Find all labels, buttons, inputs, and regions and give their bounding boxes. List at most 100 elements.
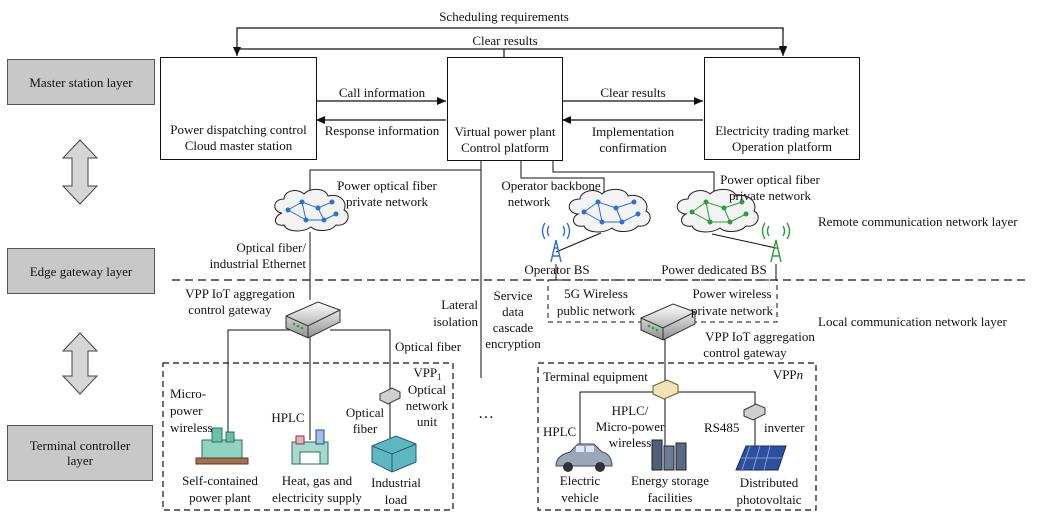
inverter-label: inverter [764,420,805,435]
wireless-5g-label-2: public network [556,303,636,318]
vppn-name-label: VPPn [764,367,812,382]
operator-bs-icon [541,222,571,263]
remote-network-layer-label: Remote communication network layer [818,214,1018,229]
industrial-load-icon [371,435,417,473]
response-information-label: Response information [324,123,440,138]
vpp-platform-title: Virtual power plant [454,124,556,139]
vppn-name-italic: n [796,367,804,382]
service-encryption-label-2: data [502,304,524,319]
power-bs-icon [761,222,791,263]
vpp1-box [162,362,454,511]
electric-vehicle-icon [555,443,613,472]
industrial-load-label-1: Industrial [371,475,421,490]
right-fiber-network-label-1: Power optical fiber [720,172,820,187]
top-arrows [233,27,787,57]
scheduling-requirements-label: Scheduling requirements [439,9,569,24]
left-fiber-network-label-1: Power optical fiber [337,178,437,193]
dispatch-box-subtitle: Cloud master station [184,138,293,153]
optical-ethernet-label-2: industrial Ethernet [209,256,306,271]
power-wireless-label-1: Power wireless [692,286,772,301]
ev-label-2: vehicle [561,490,599,505]
onu-icon [379,387,401,405]
inverter-icon [743,403,766,421]
left-gateway-label-1: VPP IoT aggregation [185,286,295,301]
power-bs-label: Power dedicated BS [661,262,767,277]
left-fiber-network-label-2: private network [346,194,428,209]
terminal-equipment-label: Terminal equipment [543,369,648,384]
micro-power-label-1: Micro- [170,386,207,401]
terminal-equipment-icon [652,379,679,400]
heat-gas-label-1: Heat, gas and [281,473,353,488]
wireless-links [555,264,777,280]
dispatch-box-title: Power dispatching control [170,122,307,137]
service-encryption-label-4: encryption [485,336,541,351]
distributed-pv-icon [735,445,787,471]
ev-label-1: Electric [559,473,601,488]
wireless-5g-label-1: 5G Wireless [564,286,628,301]
heat-gas-electricity-icon [291,429,329,465]
box-link-arrows [316,97,703,124]
left-fiber-cloud-icon [274,188,349,232]
lateral-isolation-label-2: isolation [433,314,478,329]
terminal-controller-layer-label: Terminal controller layer [7,425,153,481]
right-fiber-network-label-2: private network [729,188,811,203]
right-gateway-label-1: VPP IoT aggregation [705,329,815,344]
vpp-platform-subtitle: Control platform [461,140,549,155]
edge-gateway-layer-label: Edge gateway layer [7,248,155,294]
pv-label-2: photovoltaic [736,492,802,507]
vpp1-name: VPP [413,365,438,380]
vpp1-name-sub: 1 [437,372,442,382]
right-gateway-branches [579,338,756,446]
pv-label-1: Distributed [739,475,799,490]
service-encryption-label-1: Service [493,288,533,303]
left-gateway-icon [285,301,341,339]
vpp1-hplc-label: HPLC [271,410,305,425]
power-plant-icon [195,427,249,465]
power-wireless-label-2: private network [691,303,773,318]
clear-results-label: Clear results [600,85,666,100]
storage-label-2: facilities [647,490,693,505]
onu-label-3: unit [416,414,438,429]
hplc-micro-label-1: HPLC/ [611,403,649,418]
storage-label-1: Energy storage [630,473,710,488]
implementation-label: Implementation [591,124,675,139]
optical-fiber-label-2: fiber [352,421,378,436]
power-plant-label-2: power plant [189,490,251,505]
energy-storage-icon [651,439,687,471]
power-plant-label-1: Self-contained [182,473,258,488]
platform-connections [309,160,777,378]
vppn-hplc-label: HPLC [543,424,577,439]
confirmation-label: confirmation [599,140,667,155]
operator-backbone-cloud-icon [568,188,651,233]
local-network-layer-label: Local communication network layer [818,314,1007,329]
vpp-platform-box [447,57,563,161]
left-gateway-branches [227,329,391,440]
micro-power-label-3: wireless [170,420,213,435]
trading-market-box [704,57,860,160]
master-station-layer-label: Master station layer [7,59,155,105]
ellipsis-label: … [478,405,494,422]
trading-market-title: Electricity trading market [715,123,849,138]
operator-backbone-label-1: Operator backbone [501,178,601,193]
operator-backbone-label-2: network [507,194,551,209]
optical-fiber-label-1: Optical [345,405,385,420]
heat-gas-label-2: electricity supply [272,490,362,505]
clear-results-top-label: Clear results [472,33,538,48]
industrial-load-label-2: load [384,492,408,507]
layer-arrow-edge-terminal [61,332,99,395]
left-gateway-label-2: control gateway [188,302,272,317]
layer-arrow-master-edge [61,139,99,205]
right-fiber-cloud-icon [676,188,759,233]
micro-power-label-2: power [170,403,203,418]
vpp1-optical-fiber-label: Optical fiber [394,339,462,354]
onu-label-1: Optical [407,382,447,397]
right-gateway-icon [640,303,696,341]
lateral-isolation-label-1: Lateral [441,297,478,312]
onu-label-2: network [405,398,449,413]
hplc-micro-label-3: wireless [608,435,652,450]
hplc-micro-label-2: Micro-power [595,419,665,434]
vppn-name: VPP [772,367,797,382]
vppn-box [537,362,817,511]
service-encryption-label-3: cascade [492,320,534,335]
optical-ethernet-label-1: Optical fiber/ [236,240,306,255]
